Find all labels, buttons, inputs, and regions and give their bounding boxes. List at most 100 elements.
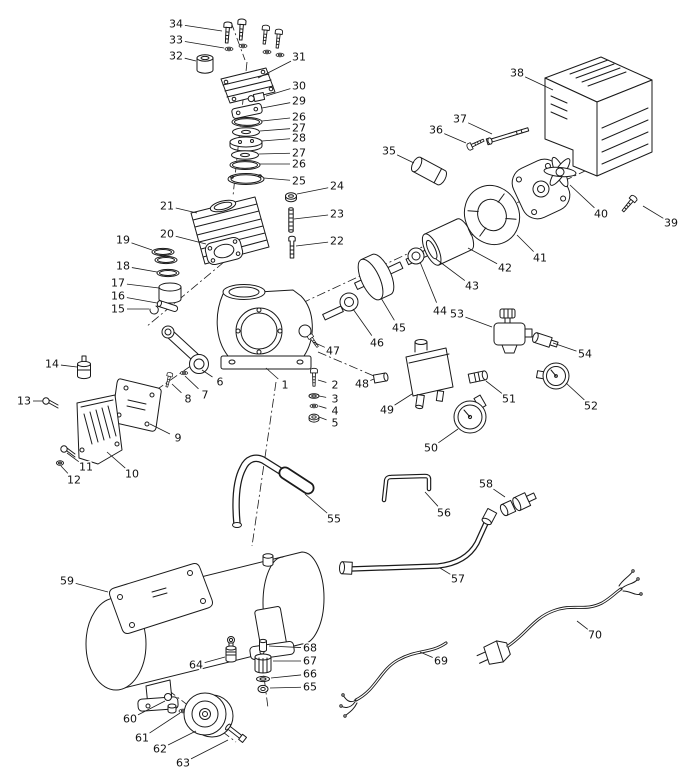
leader-line [175,235,207,245]
part-27-ring-upper [232,127,260,137]
leader-line [380,297,395,321]
leader-line [257,60,292,79]
part-9-baffle-plate [111,378,162,432]
part-36-bolt [465,136,486,152]
part-51-check-valve [467,370,488,384]
leader-line [444,133,467,144]
leader-line [493,488,506,498]
leader-line [565,382,585,401]
leader-line [642,205,664,219]
part-number: 44 [433,305,447,318]
part-number: 15 [111,303,125,316]
part-number: 6 [217,376,224,389]
part-number: 66 [303,668,317,681]
part-number: 68 [303,642,317,655]
part-38-motor-shroud [544,56,653,177]
part-number: 42 [498,262,512,275]
leader-line [126,297,158,304]
part-64-safety-valve [225,636,237,663]
part-number: 17 [111,277,125,290]
part-number: 12 [67,474,81,487]
part-number: 16 [111,290,125,303]
part-46-bearing [339,292,359,312]
part-49-pressure-switch [405,339,454,410]
part-number: 21 [160,200,174,213]
part-number: 5 [332,417,339,430]
part-33-washers [224,43,285,58]
part-number: 59 [60,575,74,588]
part-number: 56 [437,507,451,520]
part-number: 24 [330,180,344,193]
part-4-spring-washer [309,403,319,409]
leader-line [438,428,459,444]
part-number: 70 [588,629,602,642]
leader-line [137,700,166,716]
part-5-nut [308,413,320,423]
part-number: 25 [292,175,306,188]
part-14-breather [77,355,91,380]
leader-line [419,651,433,658]
part-number: 32 [169,50,183,63]
leader-line [75,582,109,593]
leader-line [184,24,223,32]
leader-line [576,620,589,630]
part-number: 26 [292,111,306,124]
part-number: 31 [292,51,306,64]
part-63-axle-bolt [225,723,248,743]
leader-line [149,423,171,435]
leader-line [317,379,327,383]
part-19-piston-rings [151,247,178,265]
part-number: 9 [175,432,182,445]
leader-line [516,234,534,252]
part-16-wrist-pin [156,300,179,312]
part-37-bolt [485,127,530,146]
leader-line [524,76,554,91]
part-50-gauge [453,394,487,434]
part-60-drain-cock [164,693,177,714]
part-number: 45 [392,322,406,335]
part-number: 60 [123,713,137,726]
part-44-bearing [407,247,425,265]
leader-line [295,241,329,247]
part-number: 1 [282,379,289,392]
leader-line [270,674,302,679]
leader-line [268,645,302,648]
part-number: 27 [292,147,306,160]
part-number: 36 [429,124,443,137]
leader-line [204,656,226,663]
part-29-valve-plate-cover [231,103,263,119]
leader-line [269,686,302,689]
leader-line [265,88,291,97]
part-41-stator [463,185,521,245]
part-number: 64 [189,659,203,672]
part-number: 69 [434,655,448,668]
part-number: 55 [327,513,341,526]
leader-line [293,214,329,220]
part-53-regulator [493,308,533,354]
part-number: 4 [332,405,339,418]
part-6-7-8-connecting-rod [161,325,209,388]
leader-line [131,242,153,251]
part-number: 46 [370,337,384,350]
part-number: 10 [125,468,139,481]
leader-line [265,367,279,380]
part-11-screw [60,445,76,458]
part-30-elbow-fitting [247,92,266,103]
leader-line [394,393,413,406]
part-66-washer [256,675,270,683]
leader-line [261,117,291,122]
part-number: 54 [578,348,592,361]
part-35-capacitor [410,156,447,186]
part-number: 41 [533,252,547,265]
leader-line [263,177,291,181]
leader-line [370,378,375,381]
leader-line [131,267,158,273]
part-number: 48 [355,378,369,391]
part-12-nut [56,460,64,466]
part-2-bolt [310,367,318,387]
part-28-valve-plate [229,136,263,152]
part-number: 26 [292,158,306,171]
leader-line [261,102,291,109]
